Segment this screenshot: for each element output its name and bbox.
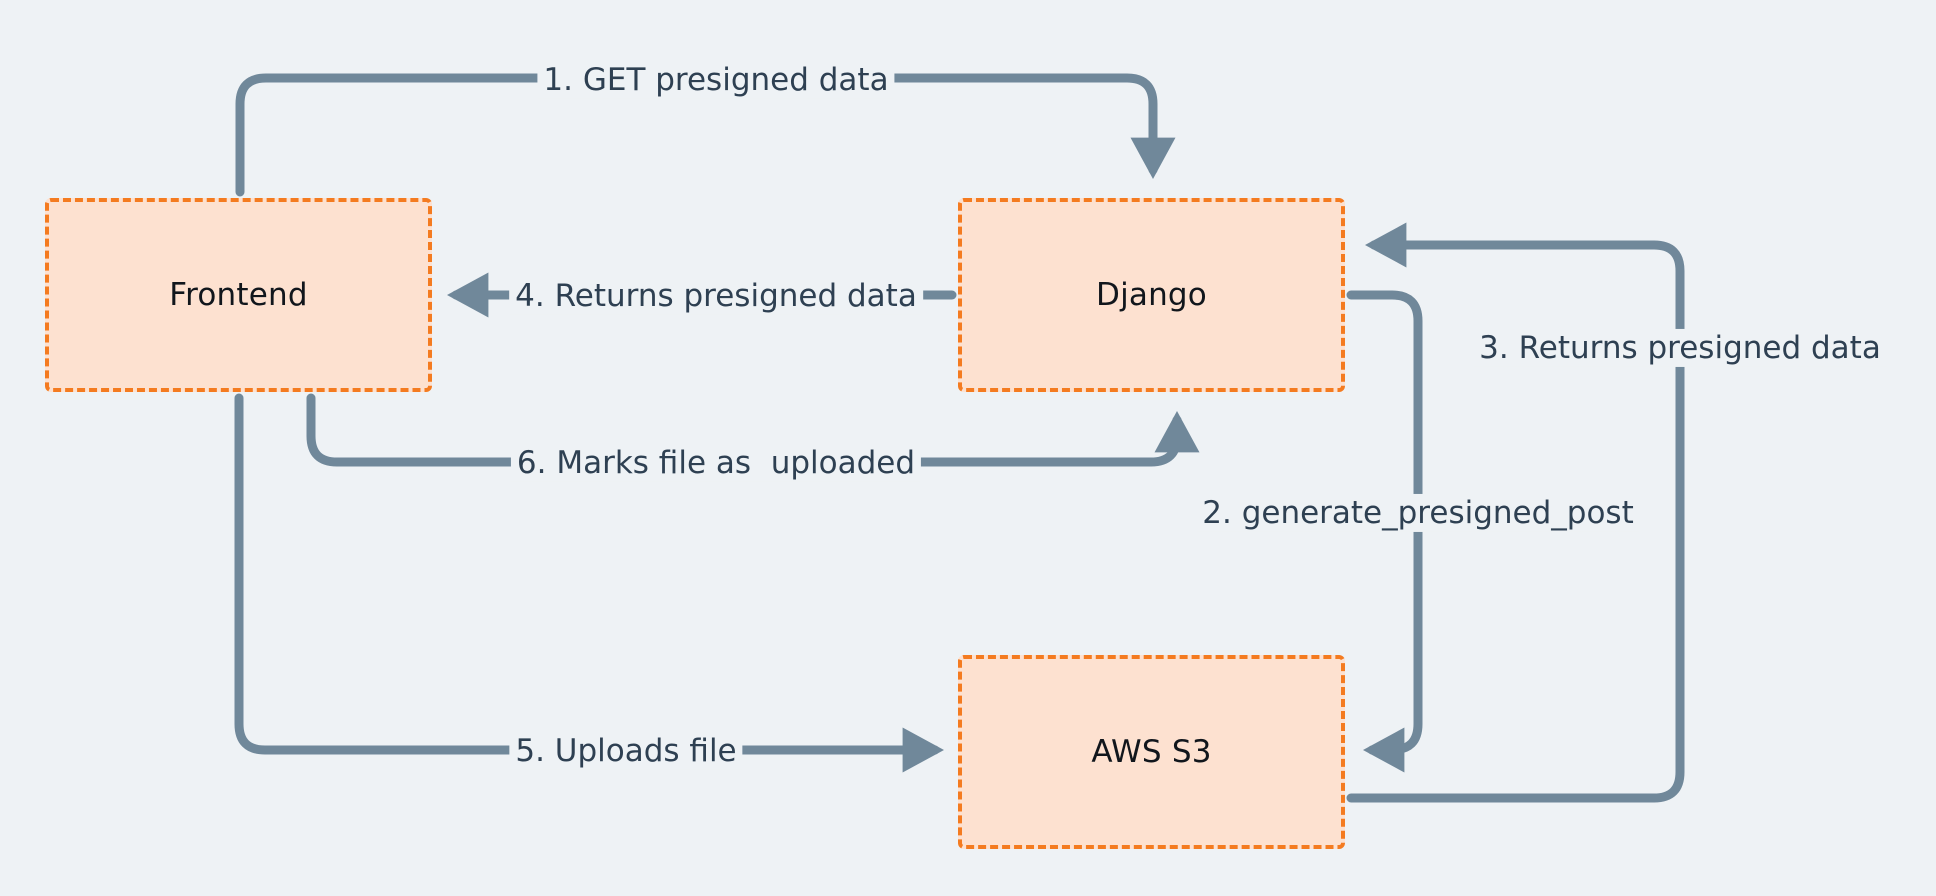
edge-path-3 — [1346, 222, 1685, 803]
edge-label-6: 6. Marks file as uploaded — [510, 443, 922, 483]
edge-label-3: 3. Returns presigned data — [1473, 328, 1887, 368]
edge-label-5: 5. Uploads file — [509, 731, 743, 771]
edge-path-5 — [234, 393, 945, 773]
node-django[interactable]: Django — [958, 198, 1345, 392]
edge-label-2: 2. generate_presigned_post — [1196, 493, 1640, 533]
node-django-label: Django — [1096, 277, 1207, 313]
edge-label-1: 1. GET presigned data — [537, 60, 895, 100]
node-aws-s3[interactable]: AWS S3 — [958, 655, 1345, 849]
node-frontend[interactable]: Frontend — [45, 198, 432, 392]
edge-label-4: 4. Returns presigned data — [509, 276, 923, 316]
node-aws-s3-label: AWS S3 — [1091, 734, 1212, 770]
node-frontend-label: Frontend — [169, 277, 308, 313]
